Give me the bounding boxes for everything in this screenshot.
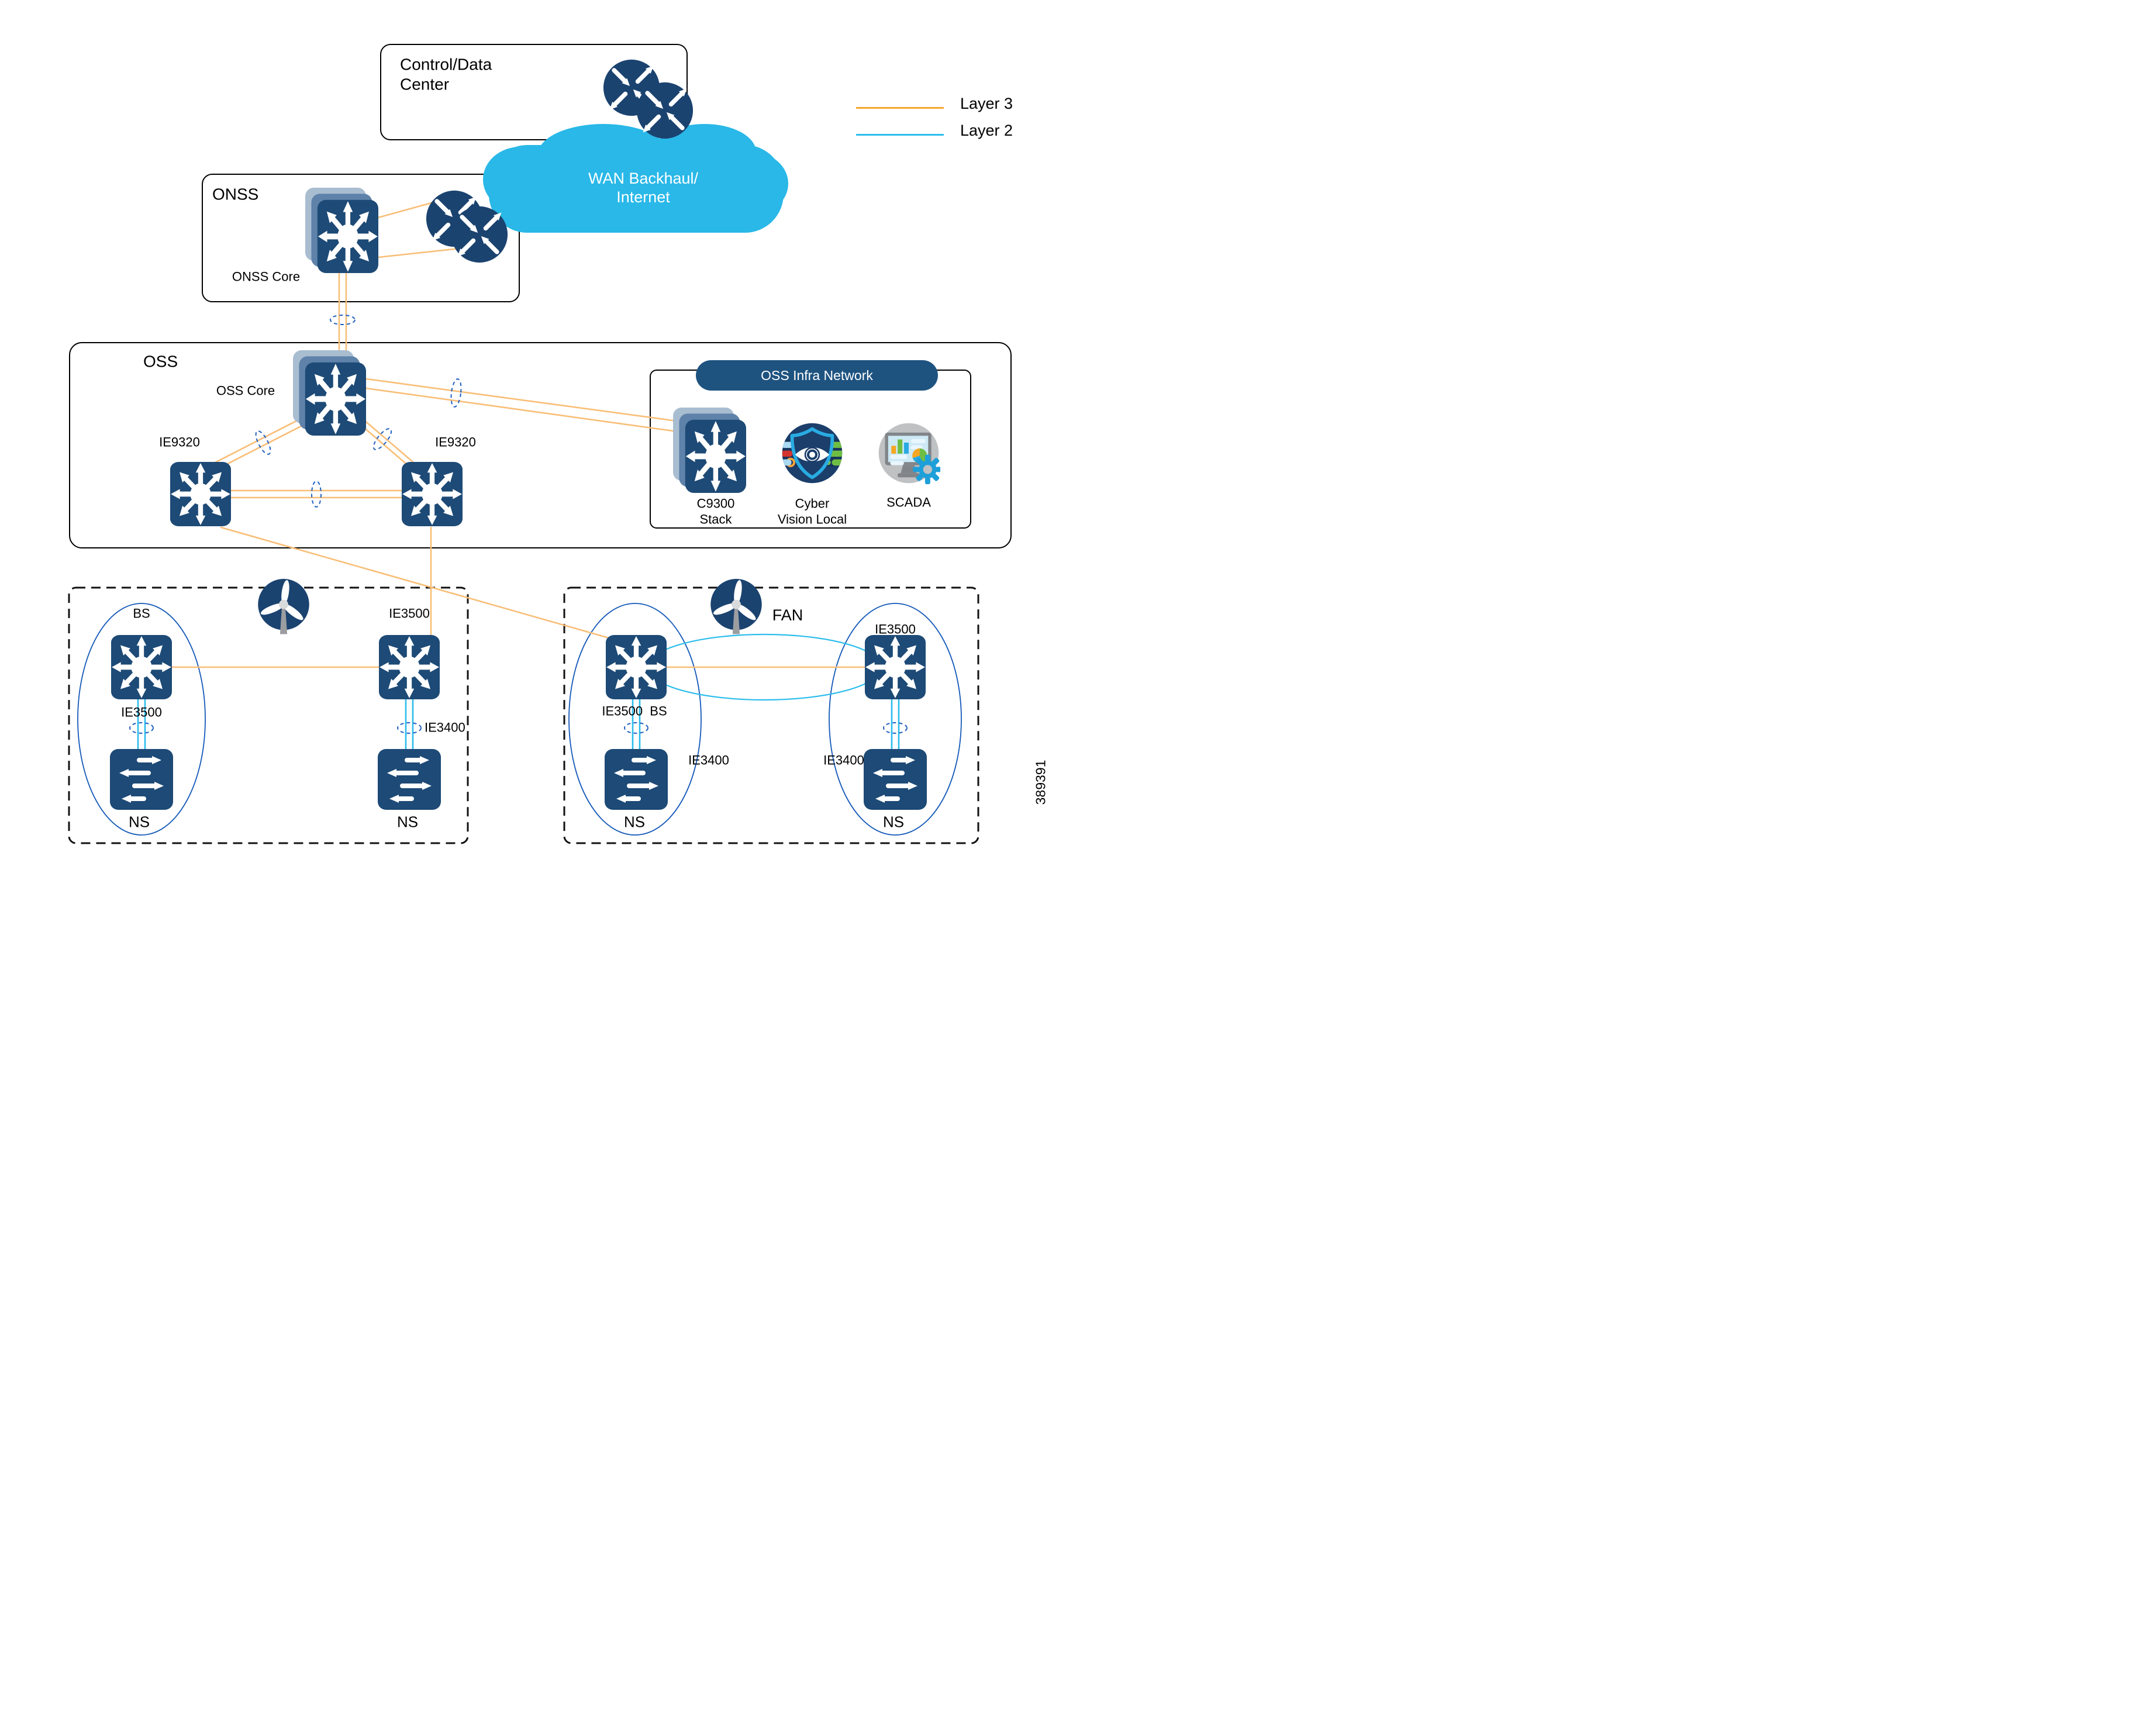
legend-layer2-line: [856, 134, 944, 136]
fan-right-boundary: [563, 586, 979, 844]
fan-area-boundaries: [68, 586, 979, 844]
onss-core-label: ONSS Core: [232, 269, 301, 284]
ns-label: NS: [396, 813, 419, 831]
ie3500-label-left-group: IE3500: [121, 705, 162, 720]
layer3-switch-icon-bs-right-box: [606, 635, 667, 699]
wind-turbine-icon: [258, 579, 309, 636]
switch-stack-icon-onss-core: [305, 188, 378, 273]
cyber-vision-label-line1: Cyber: [795, 496, 830, 511]
control-data-center-box: [380, 44, 688, 140]
switch-stack-icon-c9300: [673, 408, 746, 493]
legend-layer2-label: Layer 2: [960, 121, 1013, 139]
legend-layer3-line: [856, 107, 944, 109]
ie3400-label: IE3400: [823, 753, 864, 768]
cyber-vision-label-line2: Vision Local: [777, 512, 847, 527]
ie9320-right-label: IE9320: [435, 434, 476, 450]
oss-title: OSS: [143, 352, 178, 371]
wind-turbine-icon: [710, 579, 762, 636]
oss-core-label: OSS Core: [216, 383, 275, 398]
onss-title: ONSS: [212, 185, 259, 203]
router-icon: [450, 205, 509, 264]
layer3-switch-icon-bs-left: [111, 635, 172, 699]
ie3500-label: IE3500: [875, 622, 916, 637]
ie3500-label-right-group: IE3500: [389, 606, 430, 621]
ns-label: NS: [128, 813, 150, 831]
c9300-label-line2: Stack: [699, 512, 732, 527]
wan-cloud-shape: [483, 124, 788, 233]
oss-infra-network-header-label: OSS Infra Network: [761, 367, 873, 383]
ie3400-label: IE3400: [688, 753, 729, 768]
legend-layer3-label: Layer 3: [960, 94, 1013, 112]
wind-farm-network-diagram: Layer 3 Layer 2: [0, 0, 1070, 868]
figure-number: 389391: [1033, 760, 1048, 805]
ie9320-left-label: IE9320: [159, 434, 200, 450]
switch-stack-icon-oss-core: [293, 350, 366, 436]
ns-label: NS: [623, 813, 646, 831]
workgroup-switch-icon-ns: [110, 749, 173, 810]
c9300-label-line1: C9300: [696, 496, 735, 511]
ns-label: NS: [882, 813, 905, 831]
onss-box: [202, 174, 520, 302]
workgroup-switch-icon-ns: [864, 749, 927, 810]
layer3-switch-icon-ie9320-right: [402, 462, 463, 526]
bs-label: BS: [133, 606, 150, 621]
router-icon: [636, 81, 694, 140]
workgroup-switch-icon-ns: [605, 749, 668, 810]
control-center-title-line1: Control/Data: [400, 55, 492, 74]
ie3400-label: IE3400: [425, 720, 465, 735]
node-group-ellipses: [77, 603, 962, 836]
wan-cloud-label-line1: WAN Backhaul/: [588, 169, 699, 187]
layer3-links: [171, 201, 866, 668]
layer3-switch-icon-ie3500-left-box: [379, 635, 440, 699]
cyber-vision-shield-eye-icon: [781, 422, 843, 484]
scada-monitor-gear-icon: [877, 422, 940, 485]
layer3-switch-icon-ie9320-left: [170, 462, 231, 526]
oss-box: [69, 342, 1012, 548]
ie3500-bs-label: IE3500 BS: [602, 703, 667, 719]
oss-infra-network-header: OSS Infra Network: [696, 360, 938, 391]
scada-label: SCADA: [886, 495, 931, 510]
wan-cloud-label-line2: Internet: [616, 188, 670, 206]
etherchannel-ellipses: [129, 315, 908, 734]
workgroup-switch-icon-ns: [378, 749, 441, 810]
fan-title: FAN: [772, 606, 803, 624]
layer2-links: [137, 699, 900, 750]
control-center-title-line2: Center: [400, 75, 450, 94]
layer3-switch-icon-ie3500-right-box: [865, 635, 926, 699]
fan-left-boundary: [68, 586, 469, 844]
